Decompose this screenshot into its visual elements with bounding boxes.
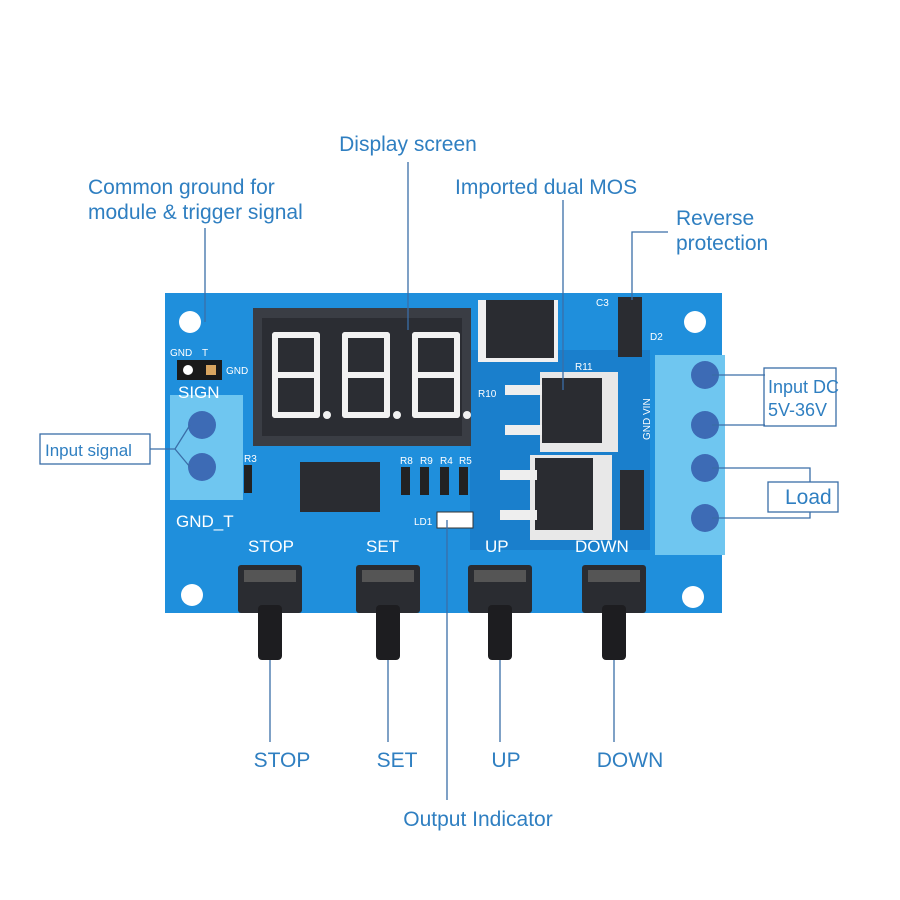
down-button[interactable] — [582, 565, 646, 660]
label-common-ground-2: module & trigger signal — [88, 201, 303, 224]
silk-r10: R10 — [478, 389, 497, 400]
silk-gnd2: GND — [226, 366, 248, 377]
digit-8 — [412, 332, 471, 419]
diode — [620, 470, 644, 530]
mosfet-chip — [500, 455, 612, 540]
diode-d2 — [618, 297, 642, 357]
label-reverse-1: Reverse — [676, 207, 754, 230]
set-button[interactable] — [356, 565, 420, 660]
mounting-hole — [682, 586, 704, 608]
mounting-hole — [179, 311, 201, 333]
silk-down: DOWN — [575, 537, 629, 556]
silk-r3: R3 — [244, 454, 257, 465]
silk-c3: C3 — [596, 298, 609, 309]
silk-stop: STOP — [248, 537, 294, 556]
mosfet-chip — [505, 372, 618, 452]
silk-gnd-t: GND_T — [176, 512, 234, 531]
digit-8 — [272, 332, 331, 419]
optocoupler — [300, 462, 380, 512]
silk-t: T — [202, 348, 208, 359]
silk-r4: R4 — [440, 456, 453, 467]
decimal-point — [393, 411, 401, 419]
label-reverse-2: protection — [676, 232, 768, 255]
resistors — [244, 465, 468, 495]
decimal-point — [323, 411, 331, 419]
mounting-hole — [181, 584, 203, 606]
signal-terminal-block — [170, 395, 243, 500]
silk-r11: R11 — [575, 362, 593, 373]
up-button[interactable] — [468, 565, 532, 660]
silk-up: UP — [485, 537, 509, 556]
label-dual-mos: Imported dual MOS — [455, 176, 637, 199]
decimal-point — [463, 411, 471, 419]
power-load-terminal-block — [655, 355, 725, 555]
silk-gnd-vin: GND VIN — [642, 398, 653, 440]
silk-set: SET — [366, 537, 399, 556]
silk-r5: R5 — [459, 456, 472, 467]
label-common-ground-1: Common ground for — [88, 176, 275, 199]
header-pins — [177, 360, 222, 380]
seven-segment-display — [253, 308, 471, 446]
label-display-screen: Display screen — [339, 133, 477, 156]
label-input-dc-2: 5V-36V — [768, 400, 827, 420]
label-input-dc-1: Input DC — [768, 377, 839, 397]
label-stop: STOP — [254, 749, 311, 772]
output-indicator-led — [436, 511, 474, 529]
silk-r8: R8 — [400, 456, 413, 467]
stop-button[interactable] — [238, 565, 302, 660]
label-down: DOWN — [597, 749, 664, 772]
label-load: Load — [785, 486, 832, 509]
regulator-chip — [478, 300, 558, 362]
label-up: UP — [491, 749, 520, 772]
label-input-signal: Input signal — [45, 441, 132, 460]
silk-ld1: LD1 — [414, 517, 433, 528]
label-output-indicator: Output Indicator — [403, 808, 552, 831]
mounting-hole — [684, 311, 706, 333]
silk-d2: D2 — [650, 332, 663, 343]
callout-lines — [39, 162, 839, 800]
silk-sign: SIGN — [178, 383, 220, 402]
silk-r9: R9 — [420, 456, 433, 467]
silk-gnd: GND — [170, 348, 192, 359]
label-set: SET — [377, 749, 418, 772]
digit-8 — [342, 332, 401, 419]
